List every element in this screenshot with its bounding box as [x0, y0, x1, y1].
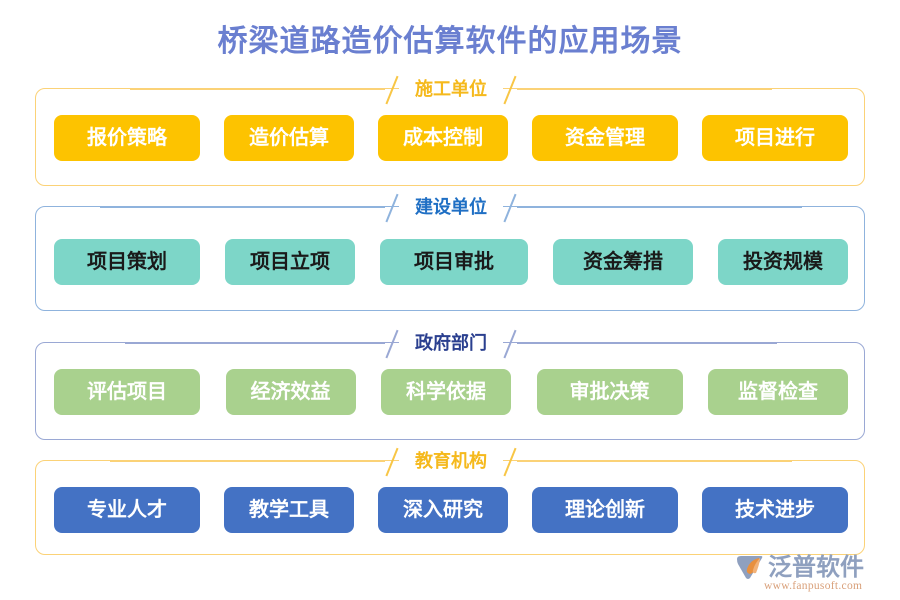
company-logo: 泛普软件 www.fanpusoft.com	[734, 555, 884, 592]
chip-zaojiagusuan[interactable]: 造价估算	[224, 115, 354, 161]
chip-zijinguanli[interactable]: 资金管理	[532, 115, 678, 161]
slash-right-icon	[503, 76, 517, 102]
logo-row: 泛普软件	[734, 555, 864, 581]
chip-pinggxiangmu[interactable]: 评估项目	[54, 369, 200, 415]
section-government-department: 政府部门 评估项目 经济效益 科学依据 审批决策 监督检查	[35, 331, 866, 440]
chip-jiaoxuegongju[interactable]: 教学工具	[224, 487, 354, 533]
section-title-construction-unit: 施工单位	[399, 77, 503, 101]
logo-website-url: www.fanpusoft.com	[764, 580, 863, 592]
fanpu-logo-icon	[737, 556, 763, 579]
header-line-left	[130, 88, 385, 90]
slash-right-icon	[503, 330, 517, 356]
chip-shenpijuece[interactable]: 审批决策	[536, 369, 683, 415]
header-line-right	[517, 342, 777, 344]
section-header-government-department: 政府部门	[36, 328, 866, 358]
slash-right-icon	[503, 448, 517, 474]
section-header-development-unit: 建设单位	[36, 192, 866, 222]
section-education-institution: 教育机构 专业人才 教学工具 深入研究 理论创新 技术进步	[35, 449, 866, 555]
logo-company-name: 泛普软件	[768, 555, 864, 581]
slash-left-icon	[385, 76, 399, 102]
header-line-right	[517, 206, 802, 208]
chip-chengbenkongzhi[interactable]: 成本控制	[378, 115, 508, 161]
chip-jishujinbu[interactable]: 技术进步	[702, 487, 848, 533]
chip-row-government-department: 评估项目 经济效益 科学依据 审批决策 监督检查	[36, 369, 866, 415]
section-header-education-institution: 教育机构	[36, 446, 866, 476]
chip-xiangmucehua[interactable]: 项目策划	[54, 239, 200, 285]
chip-xiangmujinxing[interactable]: 项目进行	[702, 115, 848, 161]
page-title: 桥梁道路造价估算软件的应用场景	[217, 25, 683, 58]
chip-jiandujiancha[interactable]: 监督检查	[708, 369, 848, 415]
header-line-left	[110, 460, 385, 462]
header-line-right	[517, 460, 792, 462]
header-line-right	[517, 88, 772, 90]
chip-row-construction-unit: 报价策略 造价估算 成本控制 资金管理 项目进行	[36, 115, 866, 161]
section-header-construction-unit: 施工单位	[36, 74, 866, 104]
slash-left-icon	[385, 330, 399, 356]
section-construction-unit: 施工单位 报价策略 造价估算 成本控制 资金管理 项目进行	[35, 77, 866, 186]
header-line-left	[125, 342, 385, 344]
chip-kexueyiju[interactable]: 科学依据	[381, 369, 511, 415]
chip-zijinchoucuo[interactable]: 资金筹措	[553, 239, 693, 285]
chip-baojiacelue[interactable]: 报价策略	[54, 115, 200, 161]
chip-touziguimo[interactable]: 投资规模	[718, 239, 848, 285]
chip-row-development-unit: 项目策划 项目立项 项目审批 资金筹措 投资规模	[36, 239, 866, 285]
chip-jingjixiaoyi[interactable]: 经济效益	[225, 369, 356, 415]
slash-left-icon	[385, 448, 399, 474]
slash-right-icon	[503, 194, 517, 220]
section-development-unit: 建设单位 项目策划 项目立项 项目审批 资金筹措 投资规模	[35, 195, 866, 311]
section-title-development-unit: 建设单位	[399, 195, 503, 219]
chip-zhuanyerencai[interactable]: 专业人才	[54, 487, 200, 533]
header-line-left	[100, 206, 385, 208]
section-title-education-institution: 教育机构	[399, 449, 503, 473]
chip-lilunchuangxin[interactable]: 理论创新	[532, 487, 678, 533]
section-title-government-department: 政府部门	[399, 331, 503, 355]
chip-xiangmushenpi[interactable]: 项目审批	[380, 239, 528, 285]
chip-xiangmulixiang[interactable]: 项目立项	[225, 239, 355, 285]
slash-left-icon	[385, 194, 399, 220]
chip-shenruyanjiu[interactable]: 深入研究	[378, 487, 508, 533]
chip-row-education-institution: 专业人才 教学工具 深入研究 理论创新 技术进步	[36, 487, 866, 533]
